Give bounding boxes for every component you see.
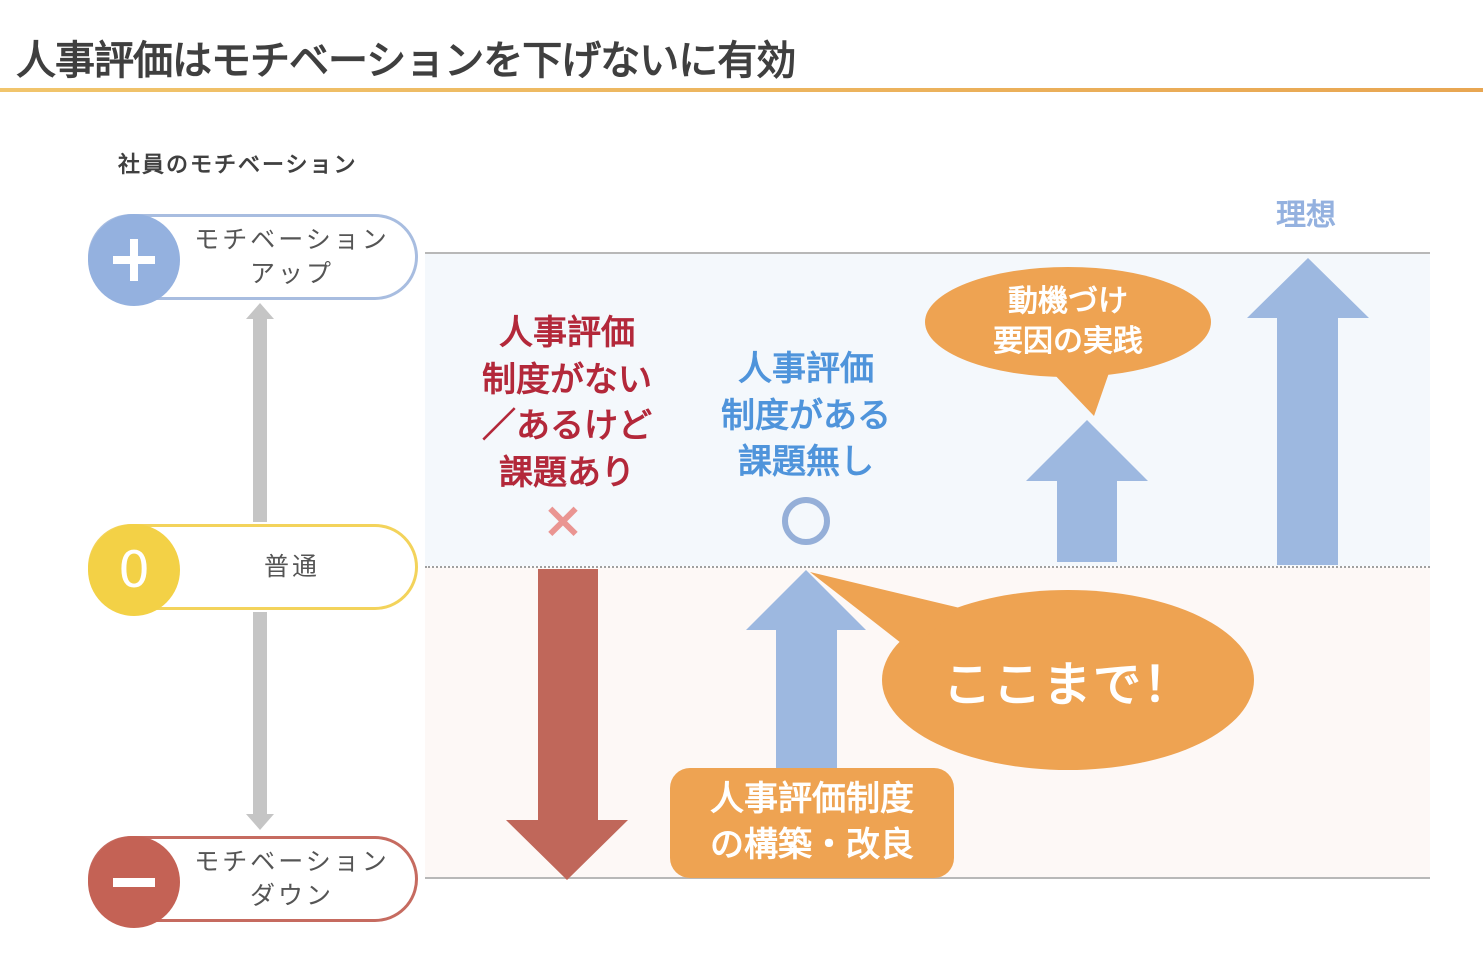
ideal-label: 理想 [1276,198,1336,233]
scenario-with-system-label: 人事評価 制度がある 課題無し [721,349,891,483]
scenario-no-system-label: 人事評価 制度がない ／あるけど 課題あり [482,313,652,493]
system-build-up-arrow [746,570,866,770]
here-speech-bubble [810,572,1254,770]
here-bubble-text: ここまで！ [942,657,1193,713]
level-label-up: モチベーション アップ [194,225,390,288]
motivation-bubble-text: 動機づけ 要因の実践 [993,283,1143,360]
zero-badge: 0 [88,524,180,616]
axis-title: 社員のモチベーション [118,153,358,178]
ideal-up-arrow [1247,258,1369,565]
minus-icon [88,836,180,928]
plus-icon [88,214,180,306]
circle-mark-icon [782,497,830,545]
slide-title: 人事評価はモチベーションを下げないに有効 [16,38,796,84]
motivation-speech-bubble [925,267,1211,416]
level-pill-motivation-down: モチベーション ダウン [88,836,418,928]
motivation-down-arrow [506,569,628,880]
lower-level-line [425,877,1430,879]
build-system-box: 人事評価制度 の構築・改良 [670,768,954,878]
level-pill-neutral: 0 普通 [88,524,418,616]
motivation-factors-up-arrow [1026,420,1148,562]
title-underline [0,88,1483,92]
vertical-axis-double-arrow [246,303,274,830]
cross-mark-icon: × [542,491,584,549]
level-pill-motivation-up: モチベーション アップ [88,214,418,306]
level-label-neutral: 普通 [263,552,320,582]
level-label-down: モチベーション ダウン [194,847,390,910]
neutral-level-dotted-line [425,566,1430,568]
upper-level-line [425,252,1430,254]
